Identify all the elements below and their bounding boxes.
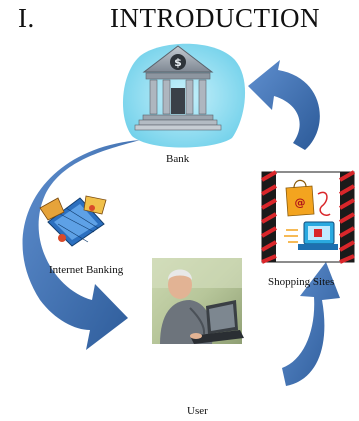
heading-number: I.: [18, 3, 35, 33]
shopping-sites-icon: @: [261, 170, 355, 264]
bank-building-icon: $: [122, 43, 246, 148]
arrow-bank-to-user: [22, 140, 140, 350]
heading-title: INTRODUCTION: [110, 3, 320, 33]
user-label: User: [187, 405, 208, 417]
internet-banking-icon: [39, 195, 107, 247]
user-at-laptop-icon: [152, 258, 244, 344]
bank-label: Bank: [166, 153, 190, 165]
internet-banking-label: Internet Banking: [49, 264, 124, 276]
svg-text:@: @: [295, 196, 306, 209]
arrow-user-to-shopping: [282, 262, 340, 386]
svg-text:$: $: [174, 56, 182, 69]
arrow-shopping-to-bank: [248, 60, 320, 150]
shopping-sites-label: Shopping Sites: [268, 276, 335, 288]
